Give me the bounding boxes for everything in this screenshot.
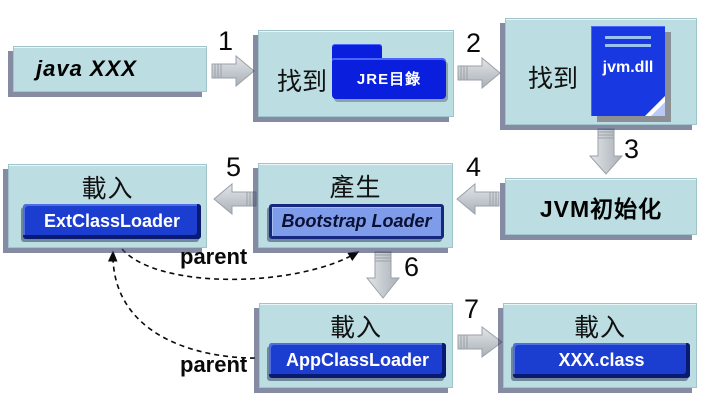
step-arrow-7 — [457, 326, 503, 358]
produce-label: 產生 — [329, 174, 382, 202]
box-load-appclassloader: 載入 AppClassLoader — [259, 303, 453, 388]
document-text-lines — [591, 26, 665, 47]
step-number-5: 5 — [226, 152, 242, 182]
box-java-command: java XXX — [13, 46, 207, 92]
jvm-init-label: JVM初始化 — [539, 195, 663, 222]
box-find-jvm-dll: 找到 jvm.dll — [505, 18, 697, 125]
step-number-4: 4 — [466, 152, 482, 182]
step-number-3: 3 — [624, 134, 640, 164]
extclassloader-chip: ExtClassLoader — [23, 204, 201, 239]
box-load-extclassloader: 載入 ExtClassLoader — [8, 164, 207, 248]
step-number-6: 6 — [404, 252, 420, 282]
xxx-class-label: XXX.class — [558, 350, 645, 370]
step-arrow-2 — [457, 56, 501, 90]
extclassloader-label: ExtClassLoader — [43, 211, 181, 231]
parent-label-ext: parent — [180, 352, 248, 377]
box-jvm-init: JVM初始化 — [505, 178, 697, 235]
step-arrow-6 — [365, 251, 401, 299]
box-find-jre-dir: 找到 JRE目錄 — [258, 30, 454, 117]
folder-tab — [332, 44, 382, 59]
box-load-xxx-class: 載入 XXX.class — [503, 303, 697, 388]
bootstrap-loader-chip: Bootstrap Loader — [269, 204, 444, 239]
folder-body: JRE目錄 — [332, 58, 446, 99]
load-app-label: 載入 — [329, 314, 382, 342]
bootstrap-loader-label: Bootstrap Loader — [281, 211, 432, 231]
document-body: jvm.dll — [591, 26, 665, 116]
document-fold-shade — [651, 102, 665, 116]
find-jvmdll-label: 找到 — [528, 65, 579, 93]
jvm-dll-label: jvm.dll — [602, 59, 654, 76]
parent-label-bootstrap: parent — [180, 244, 248, 269]
step-number-2: 2 — [466, 28, 482, 58]
find-jre-label: 找到 — [277, 68, 328, 96]
load-ext-label: 載入 — [81, 175, 134, 203]
jre-dir-label: JRE目錄 — [356, 71, 422, 88]
step-number-1: 1 — [218, 26, 234, 56]
step-arrow-5 — [213, 182, 257, 216]
appclassloader-label: AppClassLoader — [285, 350, 430, 370]
xxx-class-chip: XXX.class — [513, 343, 690, 378]
step-number-7: 7 — [464, 294, 480, 324]
java-command-label: java XXX — [36, 56, 137, 81]
load-class-label: 載入 — [573, 314, 626, 342]
appclassloader-chip: AppClassLoader — [269, 343, 446, 378]
step-arrow-3 — [588, 128, 624, 175]
step-arrow-1 — [211, 54, 255, 88]
step-arrow-4 — [456, 182, 500, 216]
box-produce-bootstrap: 產生 Bootstrap Loader — [258, 163, 453, 248]
